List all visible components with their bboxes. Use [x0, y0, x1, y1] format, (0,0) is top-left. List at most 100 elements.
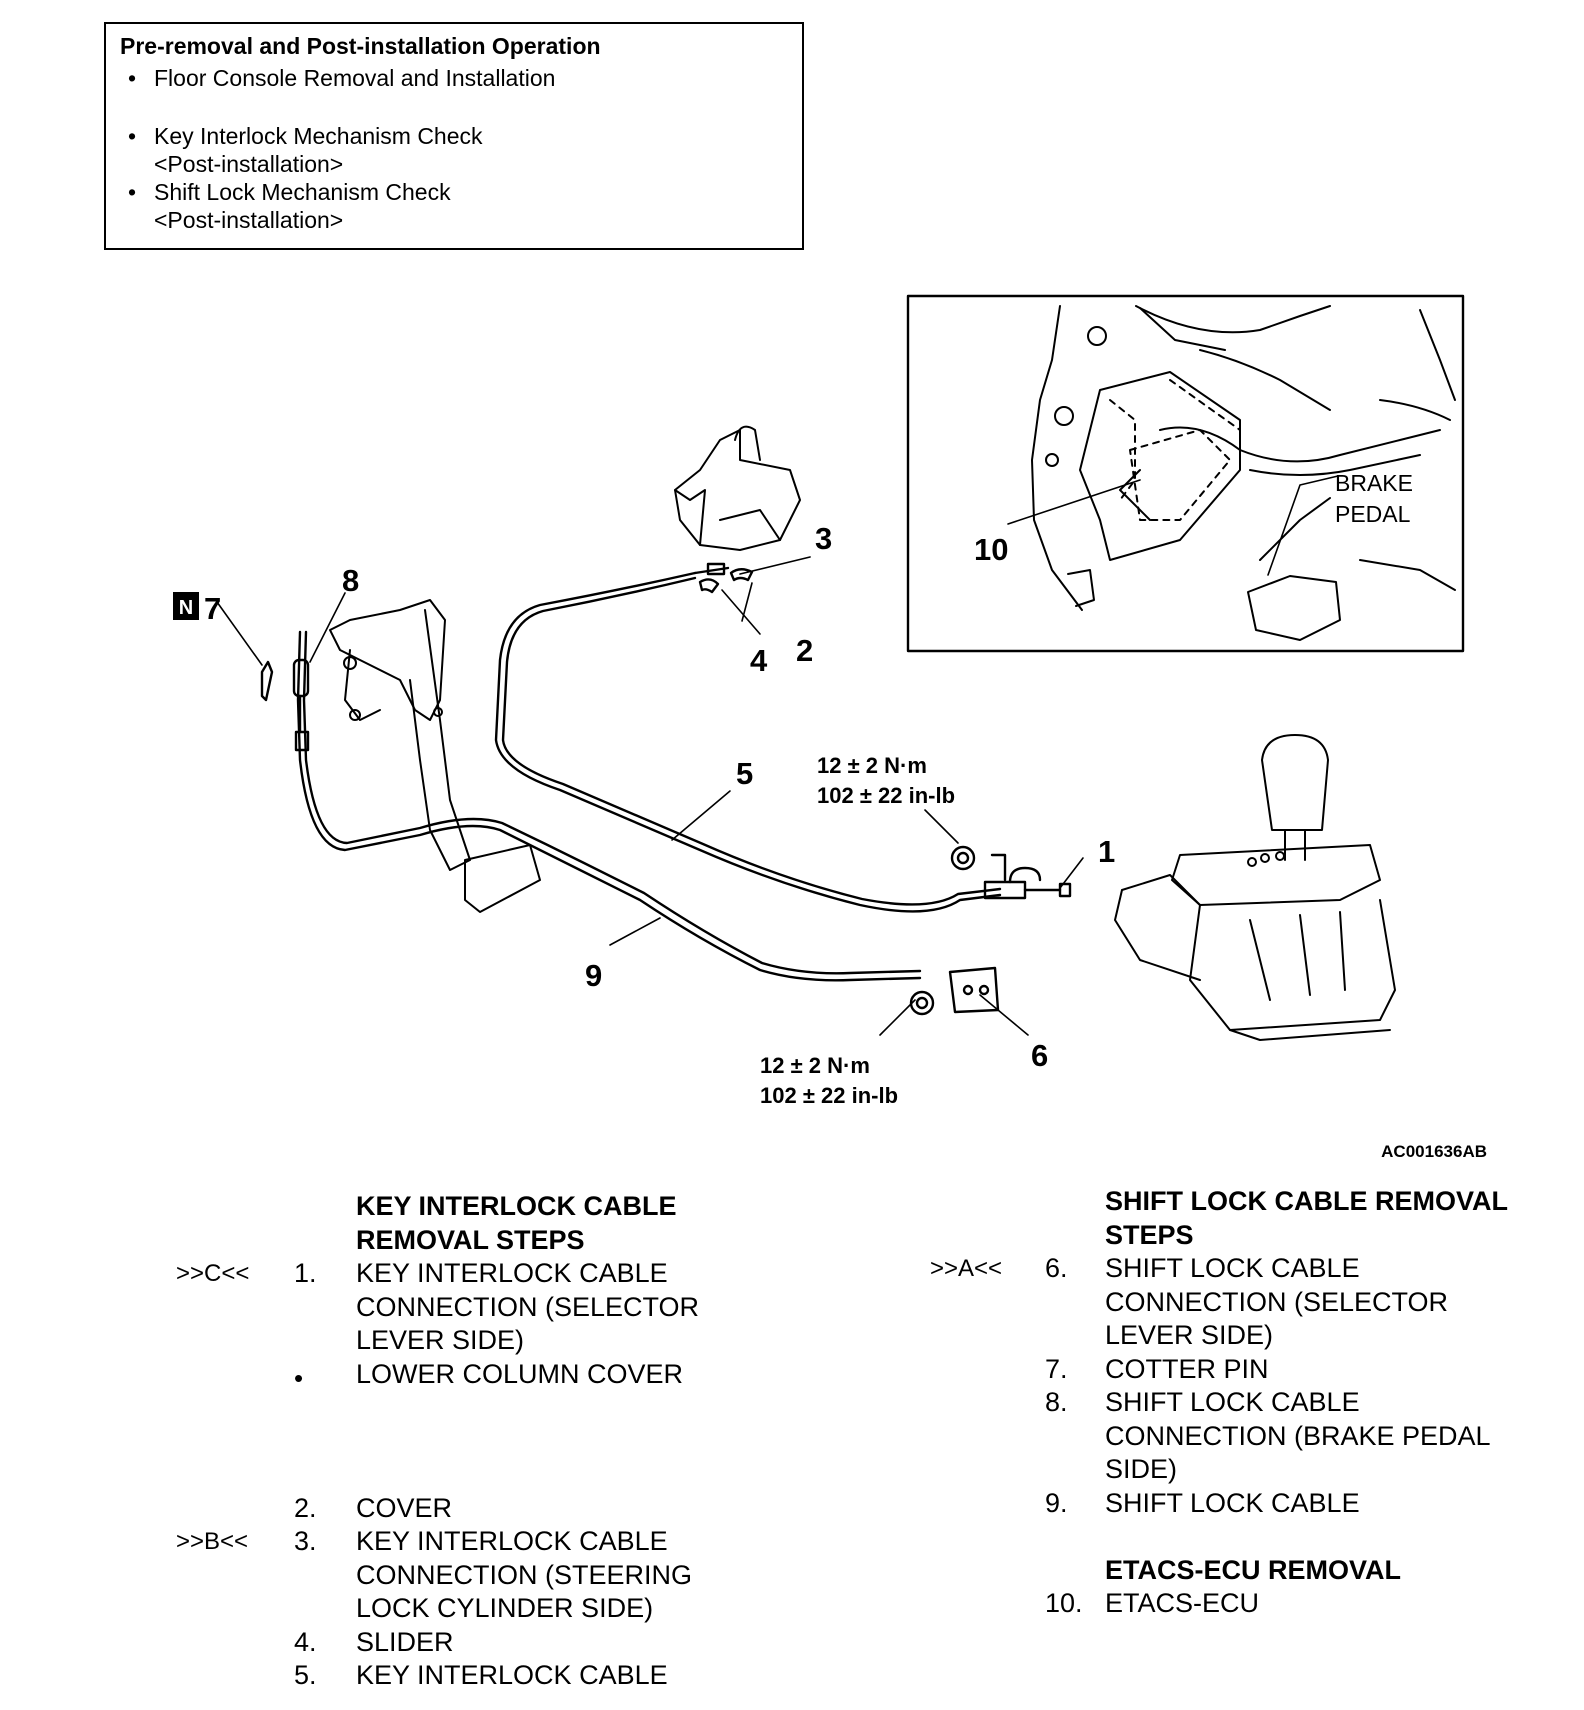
step-10: 10. ETACS-ECU — [930, 1587, 1540, 1621]
step-lower-column-cover: • LOWER COLUMN COVER — [176, 1358, 736, 1393]
etacs-heading: ETACS-ECU REMOVAL — [930, 1554, 1540, 1588]
step-6-line1: SHIFT LOCK CABLE — [1105, 1253, 1360, 1283]
inset-label-brake: BRAKE — [1335, 470, 1413, 496]
steps-spacer — [930, 1520, 1540, 1554]
callout-6: 6 — [1031, 1038, 1048, 1073]
step-5-number: 5. — [294, 1660, 317, 1690]
step-6-line3: LEVER SIDE) — [1105, 1320, 1274, 1350]
step-4-text: SLIDER — [356, 1626, 454, 1657]
inset-frame — [906, 294, 1465, 653]
steps-spacer — [176, 1391, 736, 1425]
step-1-ref: >>C<< — [176, 1260, 250, 1287]
torque-nut-1-hole — [956, 851, 970, 865]
bracket-hole-1 — [962, 984, 974, 996]
inset-label-pedal: PEDAL — [1335, 501, 1411, 527]
key-interlock-steps: KEY INTERLOCK CABLE REMOVAL STEPS >>C<< … — [176, 1190, 736, 1693]
torque-1-metric: 12 ± 2 N·m — [817, 753, 927, 778]
step-1-line2: CONNECTION (SELECTOR — [356, 1291, 700, 1322]
operation-box: Pre-removal and Post-installation Operat… — [104, 22, 804, 250]
callout-4: 4 — [750, 643, 768, 678]
shift-cable-bracket — [948, 966, 1000, 1014]
callout-5: 5 — [736, 756, 753, 791]
step-3-line1: KEY INTERLOCK CABLE — [356, 1526, 668, 1556]
shift-lock-steps: SHIFT LOCK CABLE REMOVAL STEPS >>A<< 6. … — [930, 1185, 1540, 1621]
step-bullet: • — [294, 1362, 304, 1393]
steering-lock-cylinder — [674, 425, 801, 551]
steps-spacer — [176, 1425, 736, 1459]
step-6-number: 6. — [1045, 1253, 1068, 1283]
step-9-text: SHIFT LOCK CABLE — [1105, 1487, 1360, 1518]
torque-1-imperial: 102 ± 22 in-lb — [817, 783, 955, 808]
step-4: 4. SLIDER — [176, 1626, 736, 1660]
step-5: 5. KEY INTERLOCK CABLE — [176, 1659, 736, 1693]
torque-nut-1 — [950, 845, 976, 871]
shift-lock-cable-inner — [302, 630, 922, 975]
operation-item-shift-lock-note: <Post-installation> — [154, 207, 344, 233]
step-7: 7. COTTER PIN — [930, 1353, 1540, 1387]
step-9-number: 9. — [1045, 1487, 1068, 1518]
brake-pedal-assembly — [329, 599, 541, 913]
key-interlock-heading: KEY INTERLOCK CABLE REMOVAL STEPS — [176, 1190, 736, 1257]
etacs-heading-text: ETACS-ECU REMOVAL — [1105, 1554, 1401, 1585]
key-interlock-cable — [494, 571, 1002, 913]
bracket-hole-2 — [978, 984, 990, 996]
shift-lock-heading-line1: SHIFT LOCK CABLE REMOVAL — [1105, 1186, 1508, 1216]
shift-cable-adjuster — [294, 730, 310, 752]
step-10-number: 10. — [1045, 1588, 1083, 1618]
step-2: 2. COVER — [176, 1492, 736, 1526]
step-5-text: KEY INTERLOCK CABLE — [356, 1660, 668, 1690]
cover-part — [729, 568, 754, 582]
step-1-line3: LEVER SIDE) — [356, 1325, 525, 1355]
new-part-mark-box — [173, 592, 199, 620]
step-8: 8. SHIFT LOCK CABLE CONNECTION (BRAKE PE… — [930, 1386, 1540, 1487]
step-4-number: 4. — [294, 1626, 317, 1657]
shift-lock-heading: SHIFT LOCK CABLE REMOVAL STEPS — [930, 1185, 1540, 1252]
step-8-number: 8. — [1045, 1387, 1068, 1417]
inset-etacs-ecu-illustration — [1031, 305, 1456, 641]
callout-7: 7 — [204, 591, 221, 626]
step-3-number: 3. — [294, 1526, 317, 1556]
step-6-line2: CONNECTION (SELECTOR — [1105, 1286, 1449, 1317]
step-3: >>B<< 3. KEY INTERLOCK CABLE CONNECTION … — [176, 1525, 736, 1626]
operation-title: Pre-removal and Post-installation Operat… — [120, 33, 601, 59]
step-7-number: 7. — [1045, 1353, 1068, 1384]
step-8-line3: SIDE) — [1105, 1454, 1178, 1484]
shift-lock-heading-line2: STEPS — [1105, 1219, 1194, 1250]
torque-2-metric: 12 ± 2 N·m — [760, 1053, 870, 1078]
key-interlock-heading-line2: REMOVAL STEPS — [356, 1224, 585, 1255]
key-cable-end — [693, 566, 730, 575]
callout-3: 3 — [815, 521, 832, 556]
step-1-number: 1. — [294, 1258, 317, 1288]
cotter-pin — [260, 660, 274, 702]
key-cable-bracket — [990, 853, 1007, 882]
callout-2: 2 — [796, 633, 813, 668]
operation-item-shift-lock: Shift Lock Mechanism Check — [120, 178, 788, 206]
torque-nut-2 — [909, 990, 935, 1016]
step-7-text: COTTER PIN — [1105, 1353, 1269, 1384]
callout-10: 10 — [974, 532, 1008, 567]
step-10-text: ETACS-ECU — [1105, 1588, 1260, 1618]
operation-item-key-interlock: Key Interlock Mechanism Check — [120, 122, 788, 150]
callout-1: 1 — [1098, 834, 1115, 869]
torque-nut-2-hole — [915, 996, 929, 1010]
step-1-line1: KEY INTERLOCK CABLE — [356, 1258, 668, 1288]
step-8-line1: SHIFT LOCK CABLE — [1105, 1387, 1360, 1417]
step-6: >>A<< 6. SHIFT LOCK CABLE CONNECTION (SE… — [930, 1252, 1540, 1353]
figure-id: AC001636AB — [1381, 1142, 1487, 1160]
key-cable-connector — [706, 562, 726, 576]
operation-item-key-interlock-note: <Post-installation> — [154, 151, 344, 177]
leader-lines — [216, 475, 1339, 1036]
step-2-text: COVER — [356, 1492, 453, 1523]
operation-item-floor-console: Floor Console Removal and Installation — [120, 64, 788, 92]
exploded-diagram: N 1 2 3 4 5 6 7 8 9 10 12 ± 2 N·m 102 ± … — [173, 294, 1487, 1160]
step-1: >>C<< 1. KEY INTERLOCK CABLE CONNECTION … — [176, 1257, 736, 1358]
step-lower-column-cover-text: LOWER COLUMN COVER — [356, 1358, 684, 1389]
step-3-ref: >>B<< — [176, 1528, 249, 1555]
new-part-mark-letter: N — [179, 597, 193, 619]
callout-9: 9 — [585, 958, 602, 993]
key-interlock-cable-inner — [501, 576, 1002, 906]
steps-spacer — [176, 1458, 736, 1492]
step-2-number: 2. — [294, 1492, 317, 1523]
slider-part — [698, 578, 720, 594]
shift-lock-cable — [296, 630, 922, 982]
